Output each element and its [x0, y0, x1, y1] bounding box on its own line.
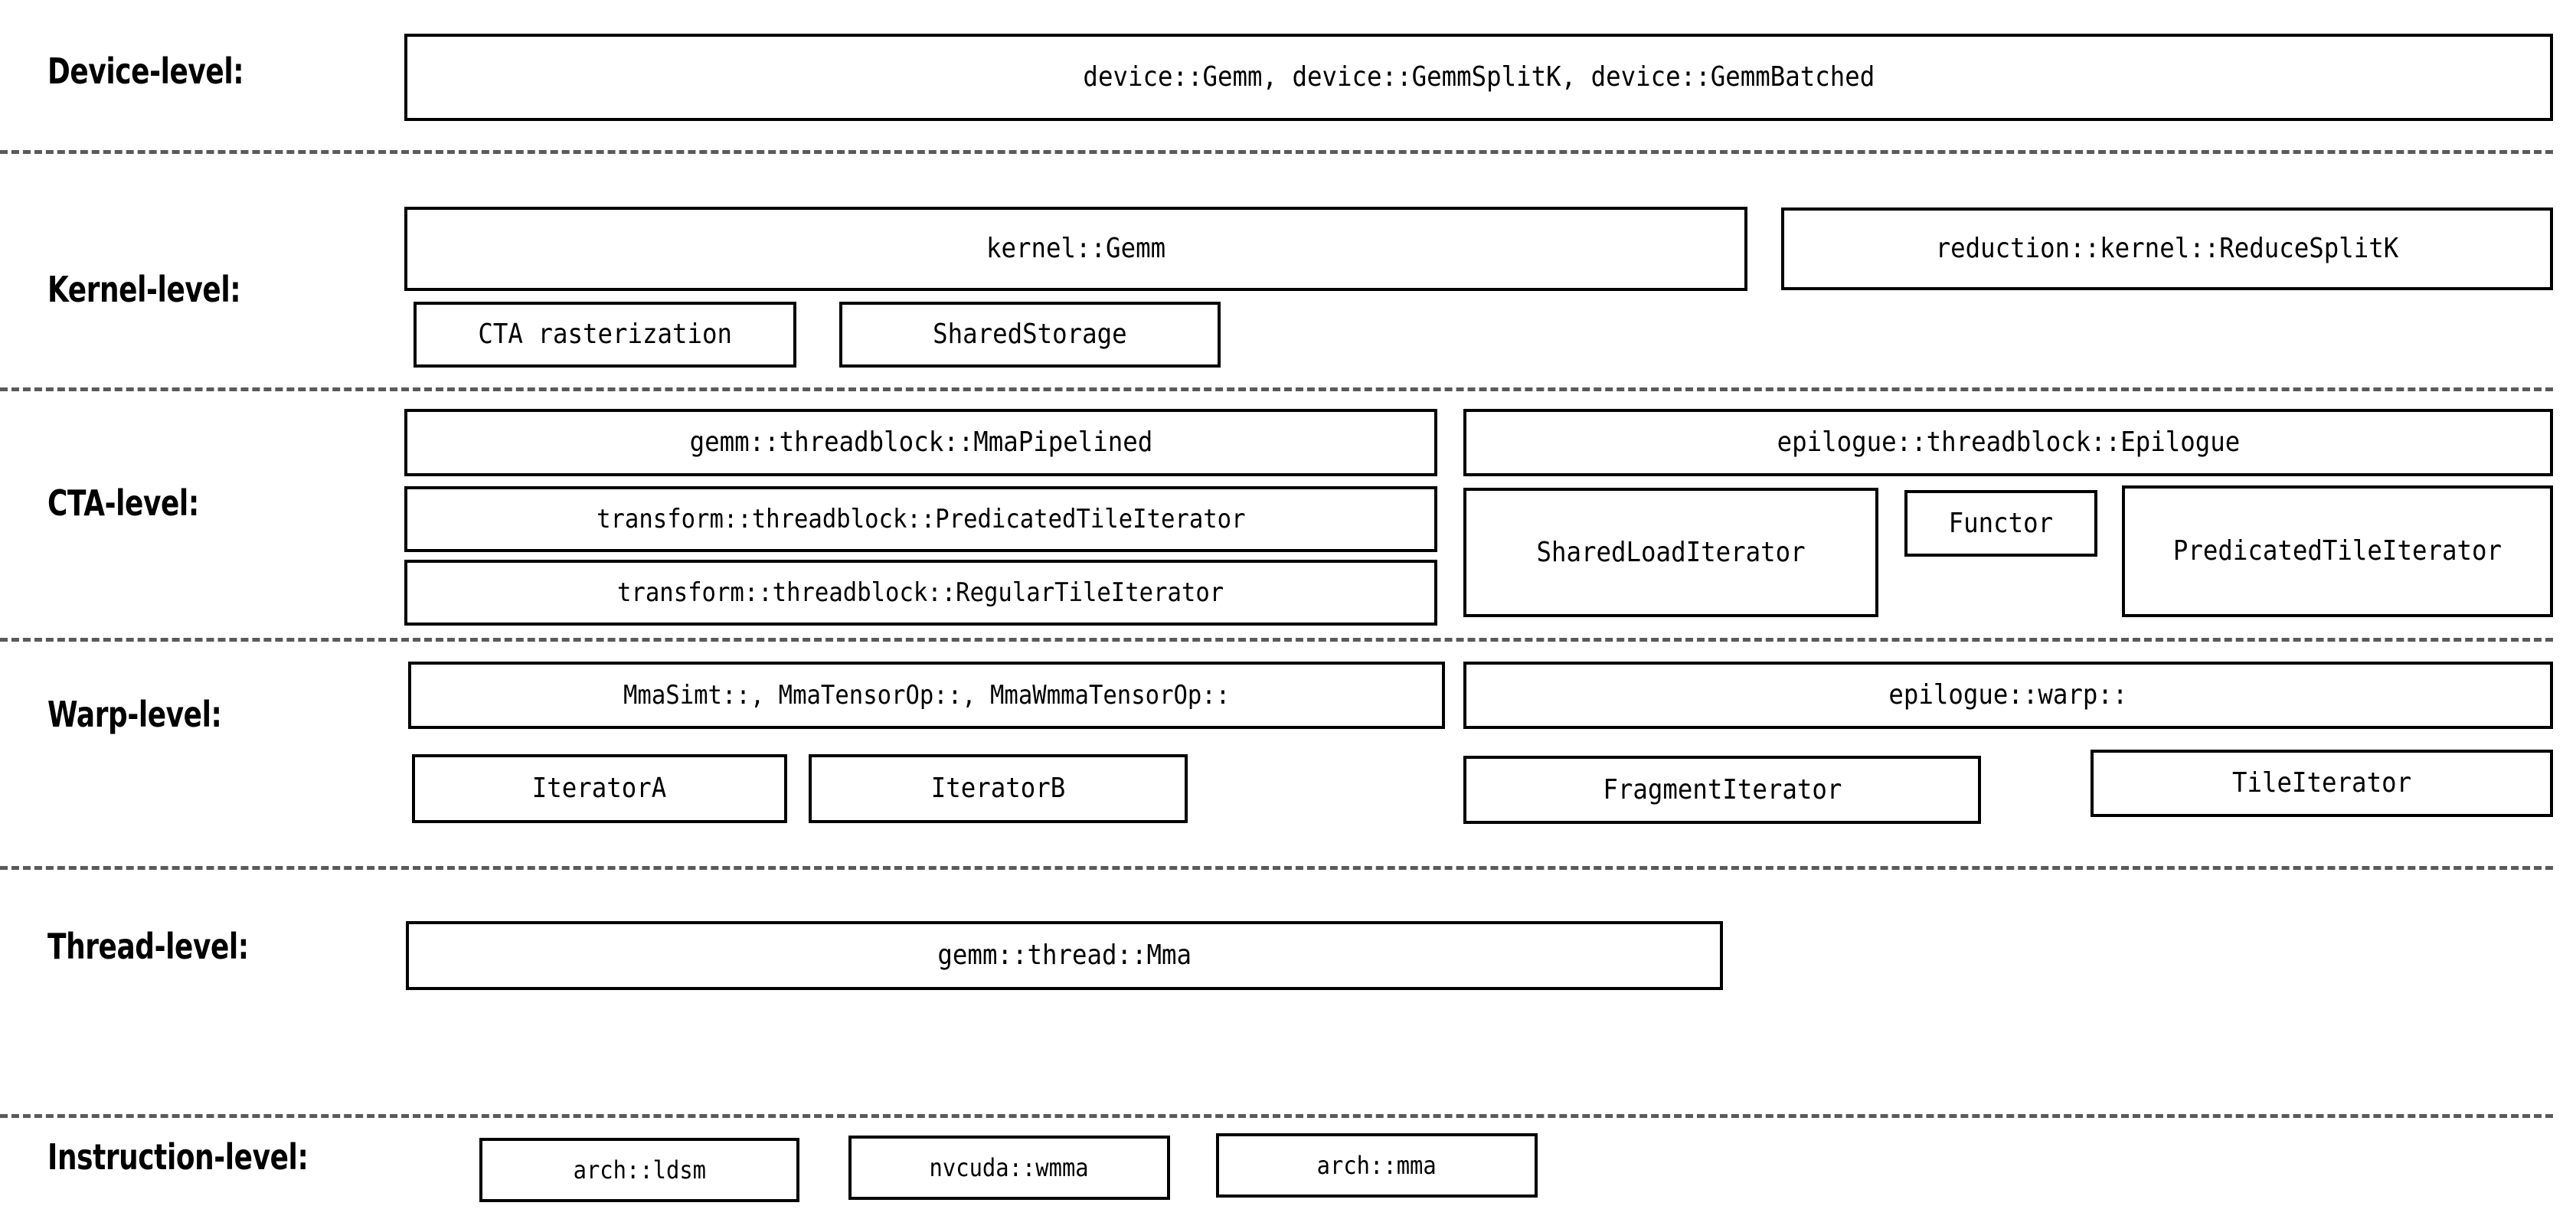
box-threadblock-mmapipelined-label: gemm::threadblock::MmaPipelined	[689, 426, 1152, 458]
box-epilogue-warp-label: epilogue::warp::	[1888, 679, 2128, 711]
box-nvcuda-wmma: nvcuda::wmma	[848, 1136, 1170, 1200]
box-transform-regulartileiterator: transform::threadblock::RegularTileItera…	[404, 560, 1437, 626]
box-gemm-thread-mma: gemm::thread::Mma	[406, 921, 1723, 990]
box-epilogue-predicatedtileiterator: PredicatedTileIterator	[2122, 485, 2553, 617]
box-cta-rasterization-label: CTA rasterization	[478, 319, 732, 350]
box-device-gemm: device::Gemm, device::GemmSplitK, device…	[404, 34, 2553, 121]
box-functor-label: Functor	[1948, 507, 2054, 539]
box-warp-fragmentiterator-label: FragmentIterator	[1602, 773, 1842, 806]
box-arch-mma-label: arch::mma	[1316, 1151, 1437, 1180]
box-device-gemm-label: device::Gemm, device::GemmSplitK, device…	[1083, 61, 1875, 93]
box-epilogue-predicatedtileiterator-label: PredicatedTileIterator	[2172, 535, 2502, 567]
box-arch-ldsm-label: arch::ldsm	[573, 1155, 706, 1185]
box-warp-iterator-a: IteratorA	[412, 754, 787, 823]
level-label-warp: Warp-level:	[47, 694, 222, 735]
box-shared-storage-label: SharedStorage	[933, 319, 1127, 350]
level-label-thread: Thread-level:	[47, 926, 249, 967]
box-gemm-thread-mma-label: gemm::thread::Mma	[937, 940, 1192, 971]
box-threadblock-mmapipelined: gemm::threadblock::MmaPipelined	[404, 409, 1437, 476]
box-warp-fragmentiterator: FragmentIterator	[1463, 756, 1981, 824]
box-reduction-reducesplitk-label: reduction::kernel::ReduceSplitK	[1935, 233, 2399, 264]
box-warp-mma-ops: MmaSimt::, MmaTensorOp::, MmaWmmaTensorO…	[408, 662, 1445, 729]
box-functor: Functor	[1904, 490, 2097, 557]
box-warp-iterator-b: IteratorB	[809, 754, 1188, 823]
level-label-device: Device-level:	[47, 51, 244, 92]
box-transform-regulartileiterator-label: transform::threadblock::RegularTileItera…	[617, 577, 1224, 608]
box-kernel-gemm-label: kernel::Gemm	[986, 233, 1166, 264]
box-warp-tileiterator-label: TileIterator	[2231, 767, 2412, 799]
box-warp-iterator-b-label: IteratorB	[930, 773, 1066, 804]
box-reduction-reducesplitk: reduction::kernel::ReduceSplitK	[1781, 208, 2553, 290]
level-label-kernel: Kernel-level:	[47, 269, 241, 310]
box-sharedloaditerator: SharedLoadIterator	[1463, 488, 1878, 617]
box-nvcuda-wmma-label: nvcuda::wmma	[929, 1153, 1090, 1182]
level-label-instruction: Instruction-level:	[47, 1136, 309, 1178]
box-arch-ldsm: arch::ldsm	[479, 1138, 799, 1202]
box-transform-predicatedtileiterator: transform::threadblock::PredicatedTileIt…	[404, 486, 1437, 552]
box-cta-rasterization: CTA rasterization	[414, 302, 796, 368]
box-epilogue-threadblock-epilogue: epilogue::threadblock::Epilogue	[1463, 409, 2553, 476]
box-kernel-gemm: kernel::Gemm	[404, 207, 1747, 291]
box-arch-mma: arch::mma	[1216, 1133, 1538, 1198]
box-transform-predicatedtileiterator-label: transform::threadblock::PredicatedTileIt…	[596, 504, 1246, 534]
box-shared-storage: SharedStorage	[839, 302, 1221, 368]
level-label-cta: CTA-level:	[47, 482, 199, 524]
box-warp-mma-ops-label: MmaSimt::, MmaTensorOp::, MmaWmmaTensorO…	[623, 680, 1231, 711]
box-epilogue-threadblock-epilogue-label: epilogue::threadblock::Epilogue	[1777, 426, 2240, 458]
divider-cta-warp	[0, 638, 2553, 642]
box-sharedloaditerator-label: SharedLoadIterator	[1536, 536, 1806, 568]
divider-kernel-cta	[0, 387, 2553, 391]
divider-device-kernel	[0, 150, 2553, 154]
box-epilogue-warp: epilogue::warp::	[1463, 662, 2553, 729]
box-warp-tileiterator: TileIterator	[2091, 750, 2553, 817]
divider-warp-thread	[0, 866, 2553, 870]
box-warp-iterator-a-label: IteratorA	[532, 773, 667, 804]
divider-thread-instruction	[0, 1114, 2553, 1118]
